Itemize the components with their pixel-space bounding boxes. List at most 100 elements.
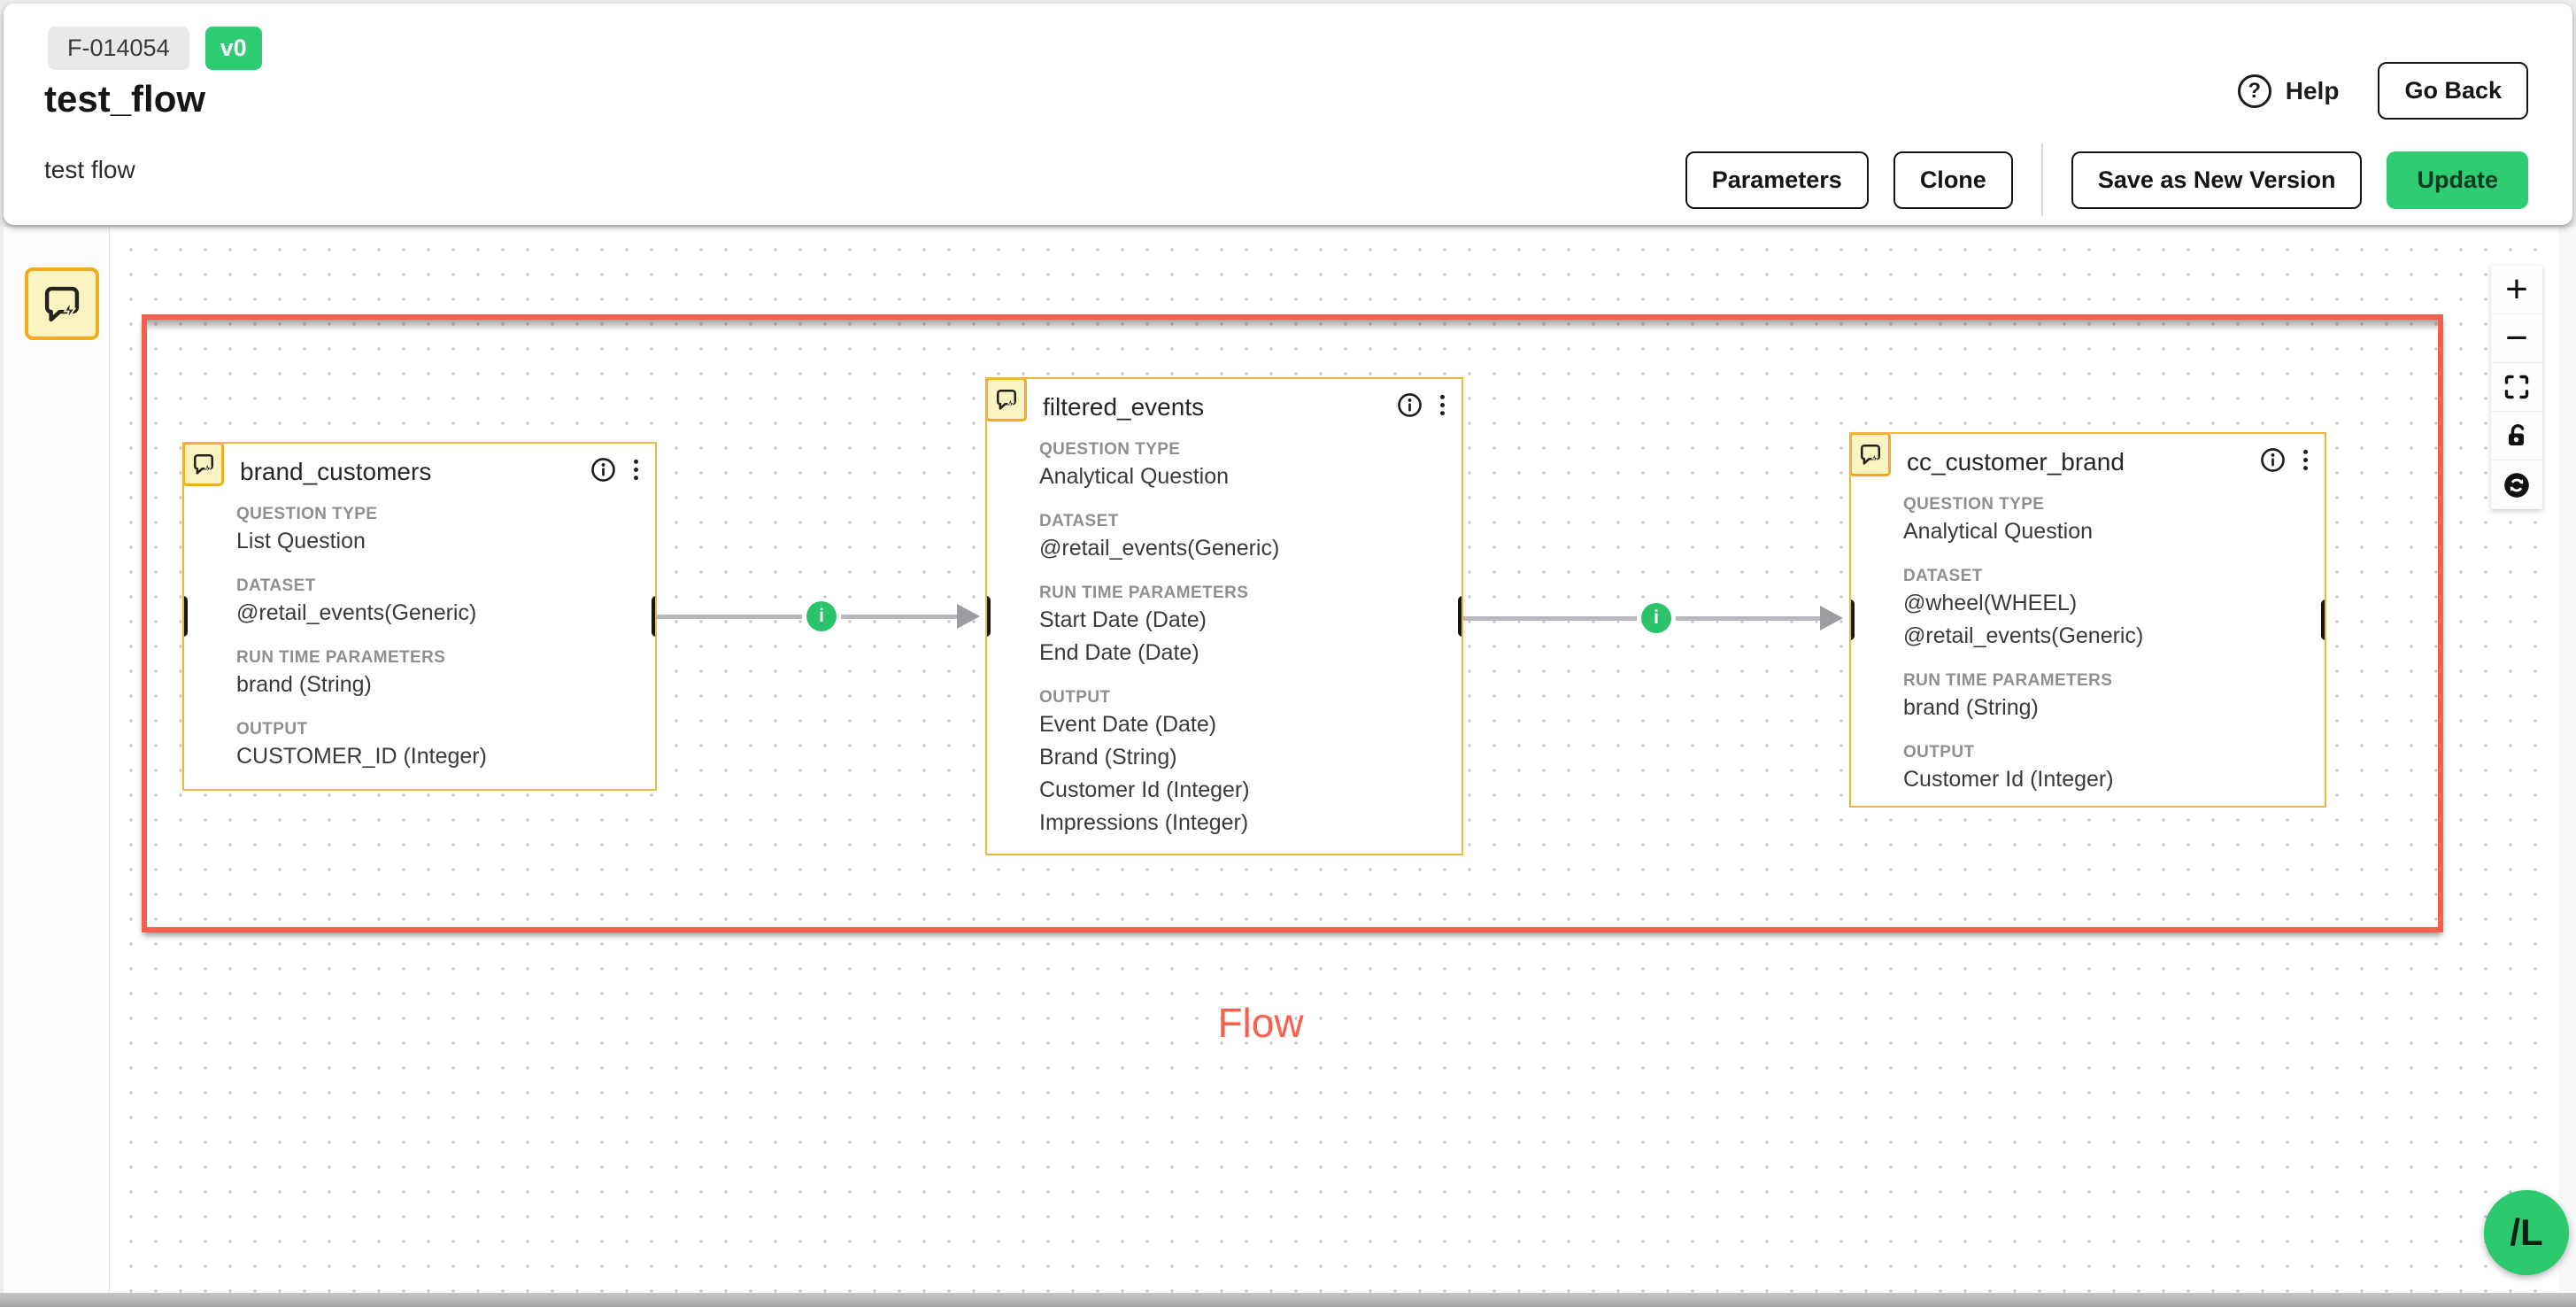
- edge-line: [657, 615, 802, 619]
- section-label: RUN TIME PARAMETERS: [236, 648, 446, 667]
- unlock-icon: [2509, 424, 2525, 445]
- badge-row: F-014054 v0: [48, 27, 262, 70]
- edge-info-badge[interactable]: i: [1641, 603, 1671, 633]
- node-actions: [2259, 446, 2310, 474]
- section-label: RUN TIME PARAMETERS: [1903, 671, 2113, 690]
- question-node-icon: [987, 379, 1027, 421]
- section-label: OUTPUT: [1039, 688, 1111, 707]
- reset-icon: [2504, 472, 2529, 498]
- node-palette-sidebar: [4, 227, 110, 1293]
- section-value: brand (String): [236, 672, 372, 697]
- section-value: Brand (String): [1039, 745, 1177, 770]
- node-menu-button[interactable]: [2301, 446, 2310, 474]
- plus-icon: +: [2505, 267, 2528, 311]
- kebab-menu-icon: [2303, 449, 2308, 471]
- header: F-014054 v0 test_flow test flow ? Help G…: [4, 4, 2572, 225]
- help-button[interactable]: ? Help: [2237, 73, 2340, 108]
- save-as-new-version-button[interactable]: Save as New Version: [2071, 151, 2363, 209]
- node-info-button[interactable]: [590, 456, 617, 483]
- section-value: Start Date (Date): [1039, 607, 1207, 632]
- node-section: OUTPUT Event Date (Date) Brand (String) Cus…: [1039, 687, 1444, 839]
- section-value: List Question: [236, 529, 366, 553]
- node-section: RUN TIME PARAMETERS Start Date (Date) End …: [1039, 583, 1444, 669]
- node-actions: [1396, 391, 1447, 419]
- clone-button[interactable]: Clone: [1893, 151, 2013, 209]
- node-output-handle[interactable]: [2321, 599, 2325, 640]
- info-icon: [2261, 448, 2285, 472]
- fit-view-button[interactable]: [2491, 363, 2542, 412]
- node-actions: [590, 456, 641, 483]
- section-label: DATASET: [1903, 567, 1983, 585]
- section-label: DATASET: [236, 576, 316, 595]
- update-button[interactable]: Update: [2387, 151, 2528, 209]
- bottom-scrollbar[interactable]: [0, 1293, 2576, 1307]
- node-title: cc_customer_brand: [1907, 448, 2125, 476]
- edge-line: [1676, 616, 1821, 621]
- zoom-out-button[interactable]: −: [2491, 314, 2542, 363]
- node-section: DATASET@wheel(WHEEL)@retail_events(Gener…: [1903, 566, 2307, 653]
- node-section: DATASET@retail_events(Generic): [1039, 511, 1444, 565]
- go-back-button[interactable]: Go Back: [2378, 62, 2528, 120]
- toggle-interactivity-button[interactable]: [2491, 412, 2542, 460]
- edge-line: [841, 615, 958, 619]
- question-mark-icon: ?: [2237, 73, 2271, 108]
- node-header: cc_customer_brand: [1851, 434, 2325, 485]
- edge-info-badge[interactable]: i: [806, 601, 837, 631]
- node-output-handle[interactable]: [652, 596, 655, 637]
- node-menu-button[interactable]: [1438, 391, 1447, 419]
- section-label: QUESTION TYPE: [236, 505, 378, 523]
- help-label: Help: [2285, 76, 2340, 104]
- edge-arrowhead-icon: [1820, 606, 1843, 630]
- section-label: OUTPUT: [236, 720, 308, 739]
- question-node-icon: [39, 281, 85, 327]
- node-menu-button[interactable]: [631, 456, 641, 483]
- question-node-icon: [184, 444, 224, 486]
- node-output-handle[interactable]: [1458, 596, 1462, 637]
- section-value: Impressions (Integer): [1039, 810, 1249, 835]
- flow-group-box[interactable]: [142, 314, 2443, 932]
- section-value: Customer Id (Integer): [1039, 777, 1250, 802]
- info-icon: [1398, 393, 1422, 417]
- kebab-menu-icon: [634, 459, 638, 481]
- node-section: DATASET@retail_events(Generic): [236, 576, 637, 630]
- zoom-in-button[interactable]: +: [2491, 266, 2542, 314]
- edge-arrowhead-icon: [957, 604, 980, 629]
- node-input-handle[interactable]: [987, 596, 991, 637]
- reset-view-button[interactable]: [2491, 460, 2542, 509]
- minus-icon: −: [2505, 316, 2528, 360]
- question-node-palette-item[interactable]: [25, 267, 99, 340]
- question-node-icon: [1851, 434, 1891, 476]
- section-value: Analytical Question: [1903, 519, 2094, 544]
- edge-line: [1463, 616, 1637, 621]
- section-label: RUN TIME PARAMETERS: [1039, 584, 1249, 602]
- section-value: Event Date (Date): [1039, 712, 1217, 737]
- section-value: End Date (Date): [1039, 640, 1199, 665]
- node-input-handle[interactable]: [1851, 599, 1855, 640]
- info-icon: [591, 458, 615, 482]
- kebab-menu-icon: [1440, 394, 1445, 416]
- parameters-button[interactable]: Parameters: [1685, 151, 1869, 209]
- chat-launcher-button[interactable]: /L: [2484, 1190, 2569, 1275]
- flow-id-badge: F-014054: [48, 27, 189, 70]
- fit-view-icon: [2504, 375, 2529, 399]
- section-value: Analytical Question: [1039, 464, 1230, 489]
- right-gutter: [2558, 227, 2576, 1293]
- section-value: @retail_events(Generic): [1903, 623, 2144, 648]
- node-header: brand_customers: [184, 444, 655, 495]
- section-label: DATASET: [1039, 512, 1119, 530]
- node-input-handle[interactable]: [184, 596, 188, 637]
- canvas-controls: + −: [2491, 266, 2542, 509]
- node-info-button[interactable]: [2259, 446, 2287, 474]
- node-section: RUN TIME PARAMETERS brand (String): [236, 647, 637, 701]
- node-info-button[interactable]: [1396, 391, 1423, 419]
